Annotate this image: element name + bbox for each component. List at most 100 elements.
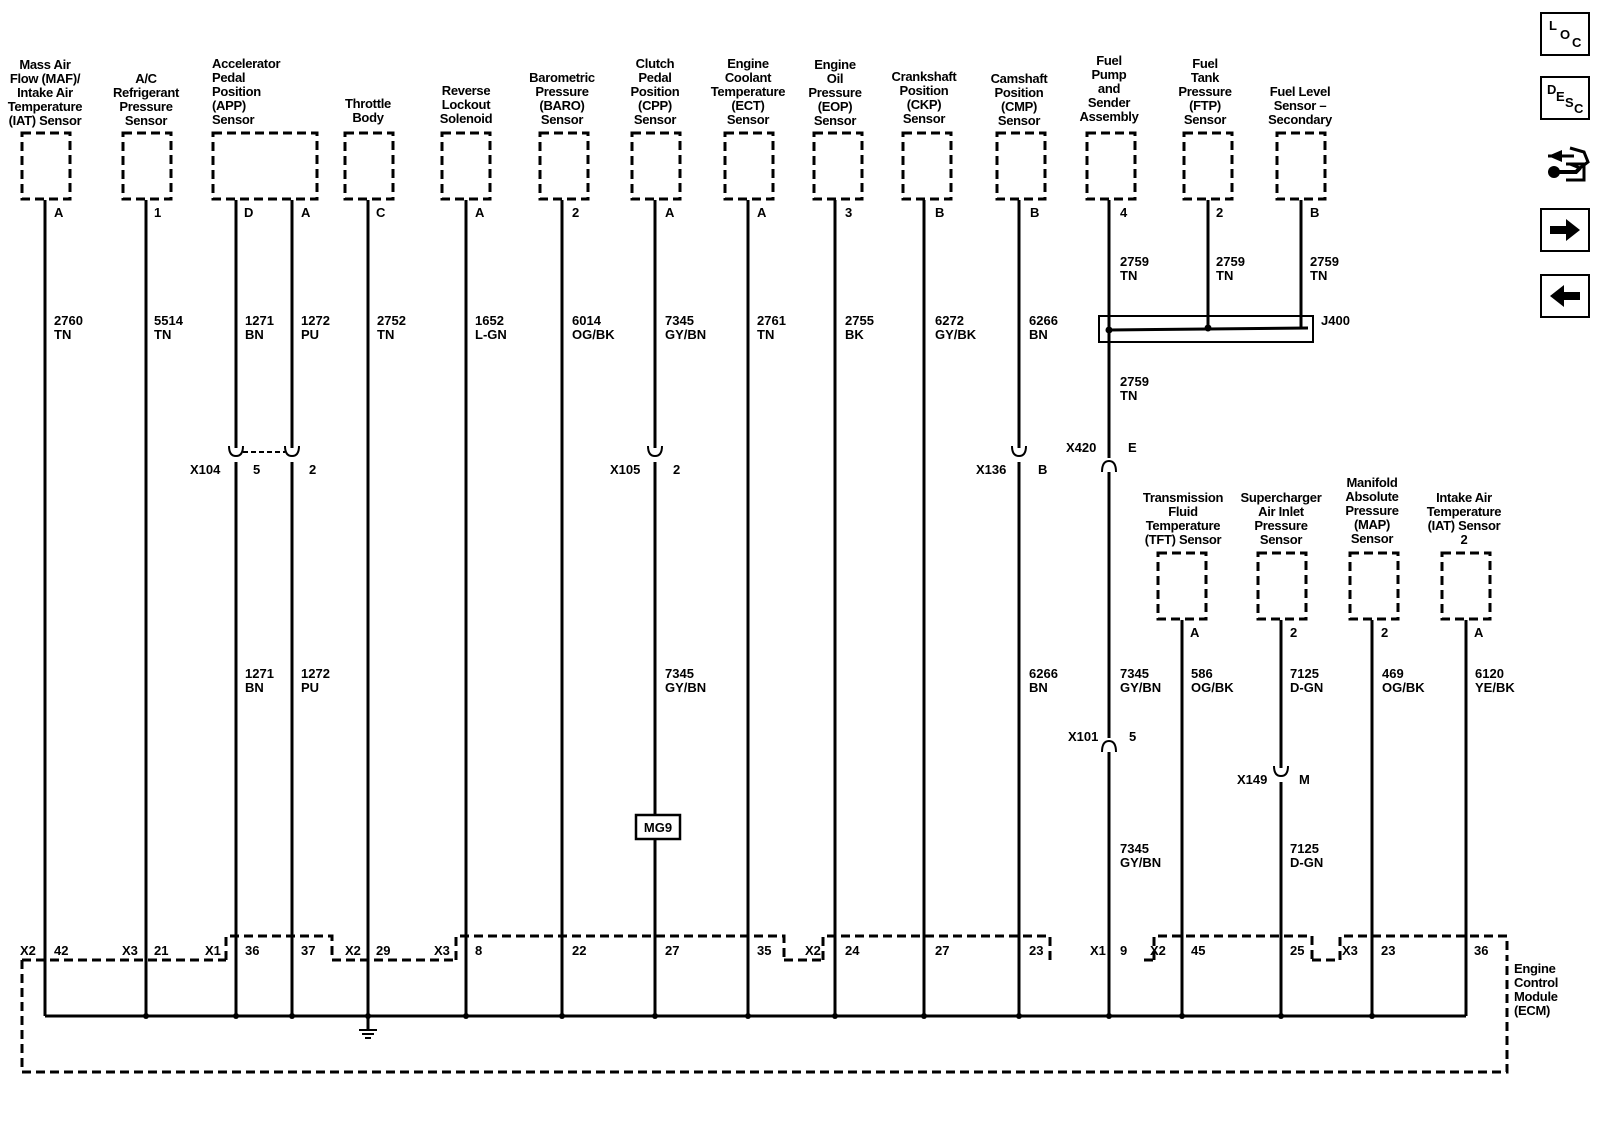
sensor-tb-box (343, 131, 395, 201)
sensor-labels: Mass Air Flow (MAF)/ Intake Air Temperat… (8, 53, 1502, 547)
pin-label: B (935, 205, 944, 220)
sensor-ftp-label-3: Pressure (1178, 84, 1231, 99)
wire-num: 1272 (301, 666, 330, 681)
connector-x105-label: X105 (610, 462, 640, 477)
next-button[interactable] (1540, 208, 1590, 252)
loc-letter: L (1549, 18, 1557, 33)
sensor-eop-label-3: Pressure (808, 85, 861, 100)
sensor-ckp-box (901, 131, 953, 201)
wire-color: TN (1310, 268, 1327, 283)
connector-pin: 5 (1129, 729, 1136, 744)
ecm-label-3: Module (1514, 989, 1558, 1004)
wire-color: GY/BN (665, 327, 706, 342)
sensor-cmp-label-1: Camshaft (991, 71, 1049, 86)
ecm-connector-x1-a (224, 934, 334, 960)
wire-color: L-GN (475, 327, 507, 342)
connector-x104-label: X104 (190, 462, 221, 477)
wire-num: 469 (1382, 666, 1404, 681)
sensor-maf-box (20, 131, 72, 201)
sensor-map-label-4: (MAP) (1354, 517, 1390, 532)
sensor-cpp-label-1: Clutch (636, 56, 675, 71)
wire-num: 6266 (1029, 313, 1058, 328)
sensor-baro-label-3: (BARO) (539, 98, 584, 113)
sensor-eop-label-5: Sensor (814, 113, 857, 128)
ecm-connector-labels: X2 X3 X1 X2 X3 X2 X1 X2 X3 (20, 943, 1358, 958)
wire-num: 7345 (665, 666, 694, 681)
wire-num: 6266 (1029, 666, 1058, 681)
sensor-ac-box (121, 131, 173, 201)
loc-button[interactable]: L O C (1540, 12, 1590, 56)
desc-icon: D E S C (1545, 80, 1585, 116)
pin-label: 2 (1290, 625, 1297, 640)
wire-num: 2759 (1120, 254, 1149, 269)
ground-mg9-box (634, 813, 682, 841)
sensor-scaip-label-1: Supercharger (1241, 490, 1322, 505)
sensor-ftp-box (1182, 131, 1234, 201)
wire-color: YE/BK (1475, 680, 1515, 695)
sensor-iat2-box (1440, 551, 1492, 621)
wire-color: D-GN (1290, 680, 1323, 695)
pin-label: A (1474, 625, 1484, 640)
ecm-pin: 27 (935, 943, 949, 958)
sensor-ckp-label-1: Crankshaft (892, 69, 958, 84)
sensor-ect-label-2: Coolant (725, 70, 772, 85)
ecm-label-1: Engine (1514, 961, 1556, 976)
wire-color: OG/BK (1191, 680, 1234, 695)
pin-label: B (1310, 205, 1319, 220)
wire-num: 7125 (1290, 666, 1319, 681)
wire-color: TN (1120, 388, 1137, 403)
ecm-pin: 21 (154, 943, 168, 958)
connector-x149-label: X149 (1237, 772, 1267, 787)
connector-end-view-button[interactable] (1540, 142, 1590, 186)
sensor-cmp-label-3: (CMP) (1001, 99, 1037, 114)
connector-end-view-icon (1548, 146, 1590, 182)
desc-letter: E (1556, 89, 1565, 104)
wire-num: 7125 (1290, 841, 1319, 856)
ecm-pin: 42 (54, 943, 68, 958)
back-button[interactable] (1540, 274, 1590, 318)
sensor-cpp-label-4: (CPP) (638, 98, 672, 113)
loc-letter: O (1560, 27, 1571, 42)
inline-connectors: X104 5 2 X105 2 X136 B X420 E X101 5 X14… (190, 440, 1310, 787)
sensor-ac-label-1: A/C (135, 71, 157, 86)
sensor-fuelpump-label-4: Sender (1088, 95, 1131, 110)
ecm-connector-x3-a (454, 934, 786, 960)
sensor-cpp-label-5: Sensor (634, 112, 677, 127)
ecm-pin: 45 (1191, 943, 1205, 958)
connector-x104-pin5 (228, 445, 244, 458)
wires (43, 200, 1468, 1030)
sensor-fuellevel-label-2: Sensor – (1274, 98, 1327, 113)
sensor-rls-label-1: Reverse (442, 83, 491, 98)
ecm-connector: X1 (1090, 943, 1106, 958)
sensor-maf-label-3: Intake Air (17, 85, 73, 100)
connector-pin: 2 (673, 462, 680, 477)
sensor-iat2-label-2: Temperature (1427, 504, 1502, 519)
sensor-rls-box (440, 131, 492, 201)
sensor-fuellevel-label-1: Fuel Level (1270, 84, 1331, 99)
sensor-fuelpump-label-1: Fuel (1096, 53, 1122, 68)
sensor-ect-label-4: (ECT) (731, 98, 764, 113)
ecm-connector: X3 (122, 943, 138, 958)
pin-label: B (1030, 205, 1039, 220)
wire-color: BN (1029, 327, 1048, 342)
connector-x101-label: X101 (1068, 729, 1098, 744)
wire-num: 2752 (377, 313, 406, 328)
ecm-pin: 36 (1474, 943, 1488, 958)
wire-num: 6014 (572, 313, 602, 328)
sensor-baro-label-4: Sensor (541, 112, 584, 127)
sensor-rls-label-3: Solenoid (440, 111, 493, 126)
wire-num: 2759 (1216, 254, 1245, 269)
loc-icon: L O C (1545, 16, 1585, 52)
wire-color: TN (1216, 268, 1233, 283)
desc-button[interactable]: D E S C (1540, 76, 1590, 120)
sensor-cpp-label-3: Position (631, 84, 680, 99)
pin-label: A (301, 205, 311, 220)
wire-color: TN (377, 327, 394, 342)
sensor-tft-label-1: Transmission (1143, 490, 1224, 505)
sensor-eop-box (812, 131, 864, 201)
wire-num: 586 (1191, 666, 1213, 681)
sensor-baro-box (538, 131, 590, 201)
ecm-connector-x2-b (1152, 934, 1314, 960)
arrow-left-icon (1550, 285, 1580, 307)
sensor-tft-label-4: (TFT) Sensor (1145, 532, 1222, 547)
